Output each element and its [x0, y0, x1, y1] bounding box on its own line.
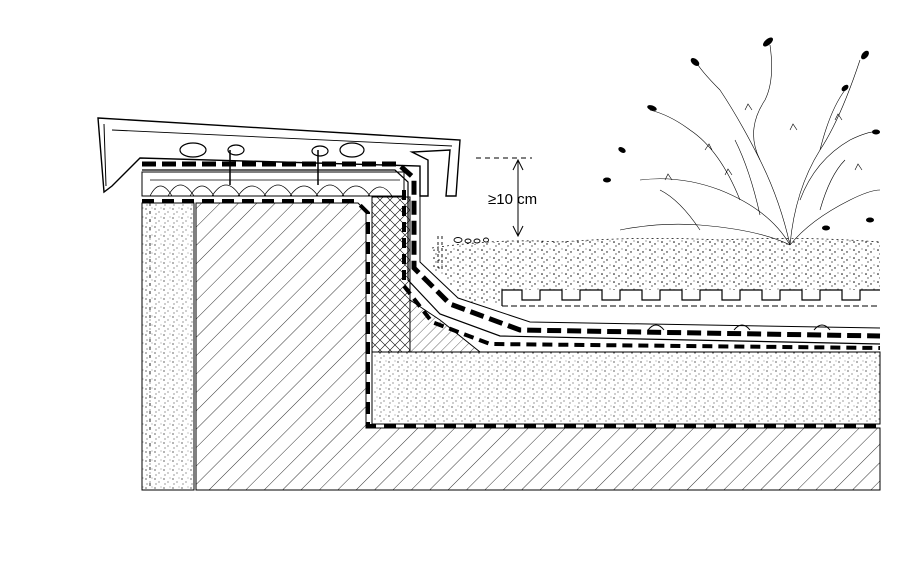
waterproof-membrane-base	[402, 190, 881, 350]
height-dimension-label: ≥10 cm	[488, 191, 537, 208]
roof-insulation	[371, 351, 881, 425]
outer-insulation	[141, 202, 195, 491]
gravel-strip	[437, 236, 489, 270]
height-dimension	[476, 157, 532, 238]
protection-wedge	[409, 299, 482, 353]
plant-blossoms	[603, 37, 880, 231]
substrate-layer	[432, 238, 880, 306]
waterproof-membrane-lower	[142, 169, 881, 345]
vegetation-plant	[619, 44, 881, 246]
drainage-board	[501, 289, 880, 306]
waterproof-membrane-upper	[142, 161, 881, 339]
metal-coping	[97, 117, 461, 197]
vapour-barrier	[142, 199, 880, 428]
concrete-structure	[195, 202, 881, 491]
timber-block	[141, 171, 405, 197]
